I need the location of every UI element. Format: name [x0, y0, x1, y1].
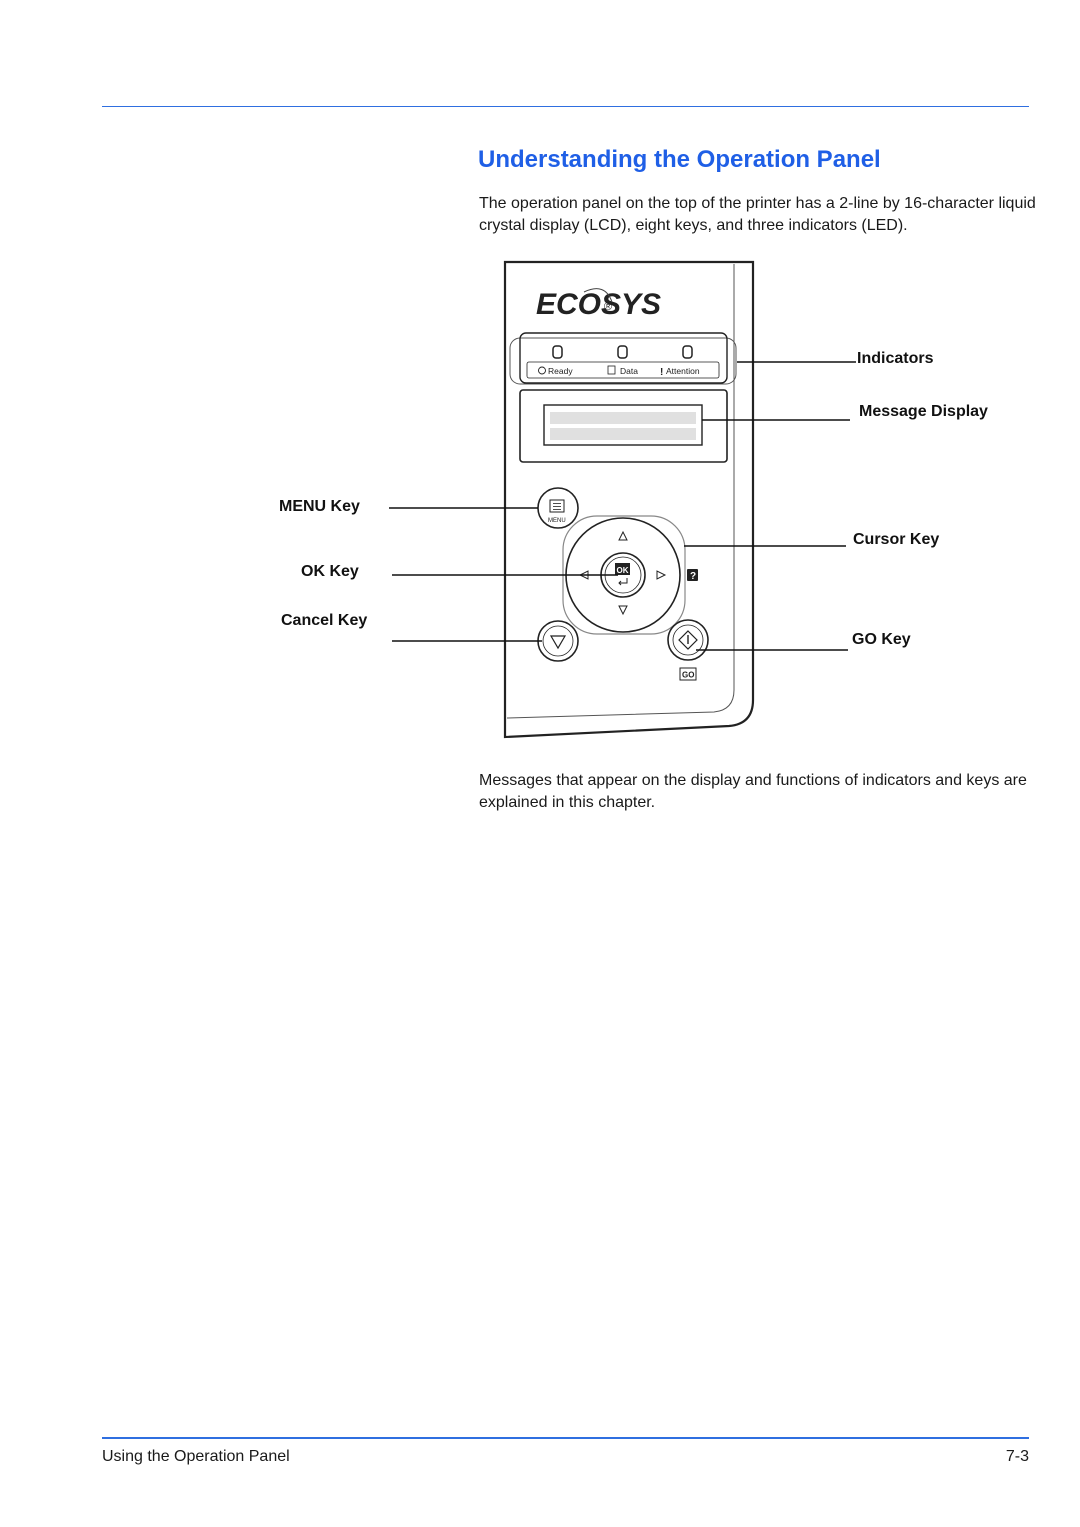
- ready-icon: [538, 366, 546, 375]
- go-key-text: GO: [682, 671, 694, 680]
- indicator-group: Ready Data ! Attention: [509, 332, 737, 385]
- cursor-up-icon: [618, 530, 628, 541]
- callout-cancel-key: Cancel Key: [281, 612, 368, 629]
- callout-go-key: GO Key: [852, 631, 911, 648]
- ready-label: Ready: [548, 366, 573, 376]
- footer-section-title: Using the Operation Panel: [102, 1448, 290, 1465]
- outro-paragraph: Messages that appear on the display and …: [479, 772, 1027, 811]
- callout-menu-key: MENU Key: [279, 498, 360, 515]
- go-key: GO: [667, 619, 709, 681]
- start-icon: [678, 630, 698, 650]
- data-icon: [607, 365, 616, 375]
- footer-page-number: 7-3: [1005, 1448, 1029, 1465]
- cursor-down-icon: [618, 605, 628, 616]
- callout-message-display: Message Display: [859, 403, 988, 420]
- callout-cursor-key: Cursor Key: [853, 531, 940, 548]
- panel-outline: [503, 260, 755, 739]
- ecosys-logo: ECOSYS ®: [536, 288, 661, 321]
- attention-led: [682, 345, 693, 359]
- cursor-right-icon: [656, 570, 667, 580]
- data-led: [617, 345, 628, 359]
- enter-icon: [618, 578, 628, 586]
- menu-key-text: MENU: [548, 518, 566, 524]
- ok-key-text: OK: [617, 566, 629, 575]
- brand-text: ECOSYS: [536, 288, 661, 321]
- intro-paragraph: The operation panel on the top of the pr…: [479, 195, 1036, 234]
- help-key-text: ?: [690, 571, 696, 582]
- attention-label: Attention: [666, 366, 700, 376]
- ready-led: [552, 345, 563, 359]
- svg-text:!: !: [660, 367, 663, 378]
- callout-indicators: Indicators: [857, 350, 934, 367]
- stop-icon: [549, 635, 567, 650]
- help-key: [687, 569, 698, 581]
- callout-ok-key: OK Key: [301, 563, 359, 580]
- panel-inner-edge: [506, 264, 735, 719]
- footer-rule: [102, 1437, 1029, 1439]
- brand-mark: ®: [604, 301, 612, 313]
- data-label: Data: [620, 366, 638, 376]
- header-rule: [102, 106, 1029, 107]
- message-display: [519, 389, 728, 463]
- page-title: Understanding the Operation Panel: [478, 146, 881, 173]
